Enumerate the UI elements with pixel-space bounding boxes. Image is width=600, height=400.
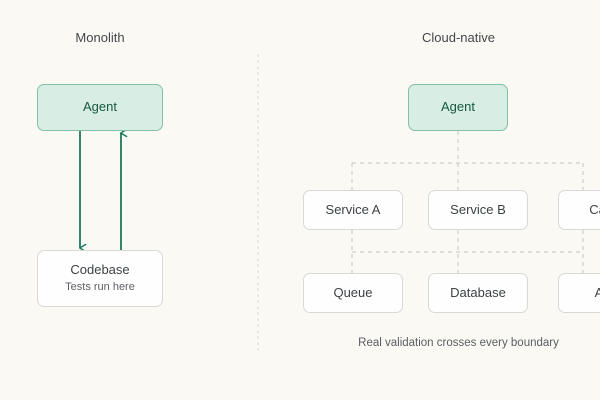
cloud-native-caption: Real validation crosses every boundary [358, 337, 559, 349]
node-database[interactable]: Database [428, 273, 528, 313]
node-cache[interactable]: Cache [558, 190, 600, 230]
node-agent-monolith[interactable]: Agent [37, 84, 163, 131]
node-queue[interactable]: Queue [303, 273, 403, 313]
panel-title-cloud-native: Cloud-native [422, 30, 495, 45]
node-label: Agent [441, 99, 475, 115]
node-label: Service B [450, 201, 506, 217]
panel-title-monolith: Monolith [75, 30, 125, 45]
node-agent-cloud-native[interactable]: Agent [408, 84, 508, 131]
node-auth[interactable]: Auth [558, 273, 600, 313]
node-sublabel: Tests run here [65, 280, 135, 293]
node-label: Auth [594, 284, 600, 300]
node-label: Codebase [70, 261, 130, 277]
node-label: Service A [325, 201, 381, 217]
node-service-b[interactable]: Service B [428, 190, 528, 230]
node-service-a[interactable]: Service A [303, 190, 403, 230]
node-label: Agent [83, 99, 117, 115]
node-label: Queue [333, 284, 373, 300]
node-label: Database [450, 284, 506, 300]
node-label: Cache [589, 201, 600, 217]
node-codebase[interactable]: Codebase Tests run here [37, 250, 163, 307]
